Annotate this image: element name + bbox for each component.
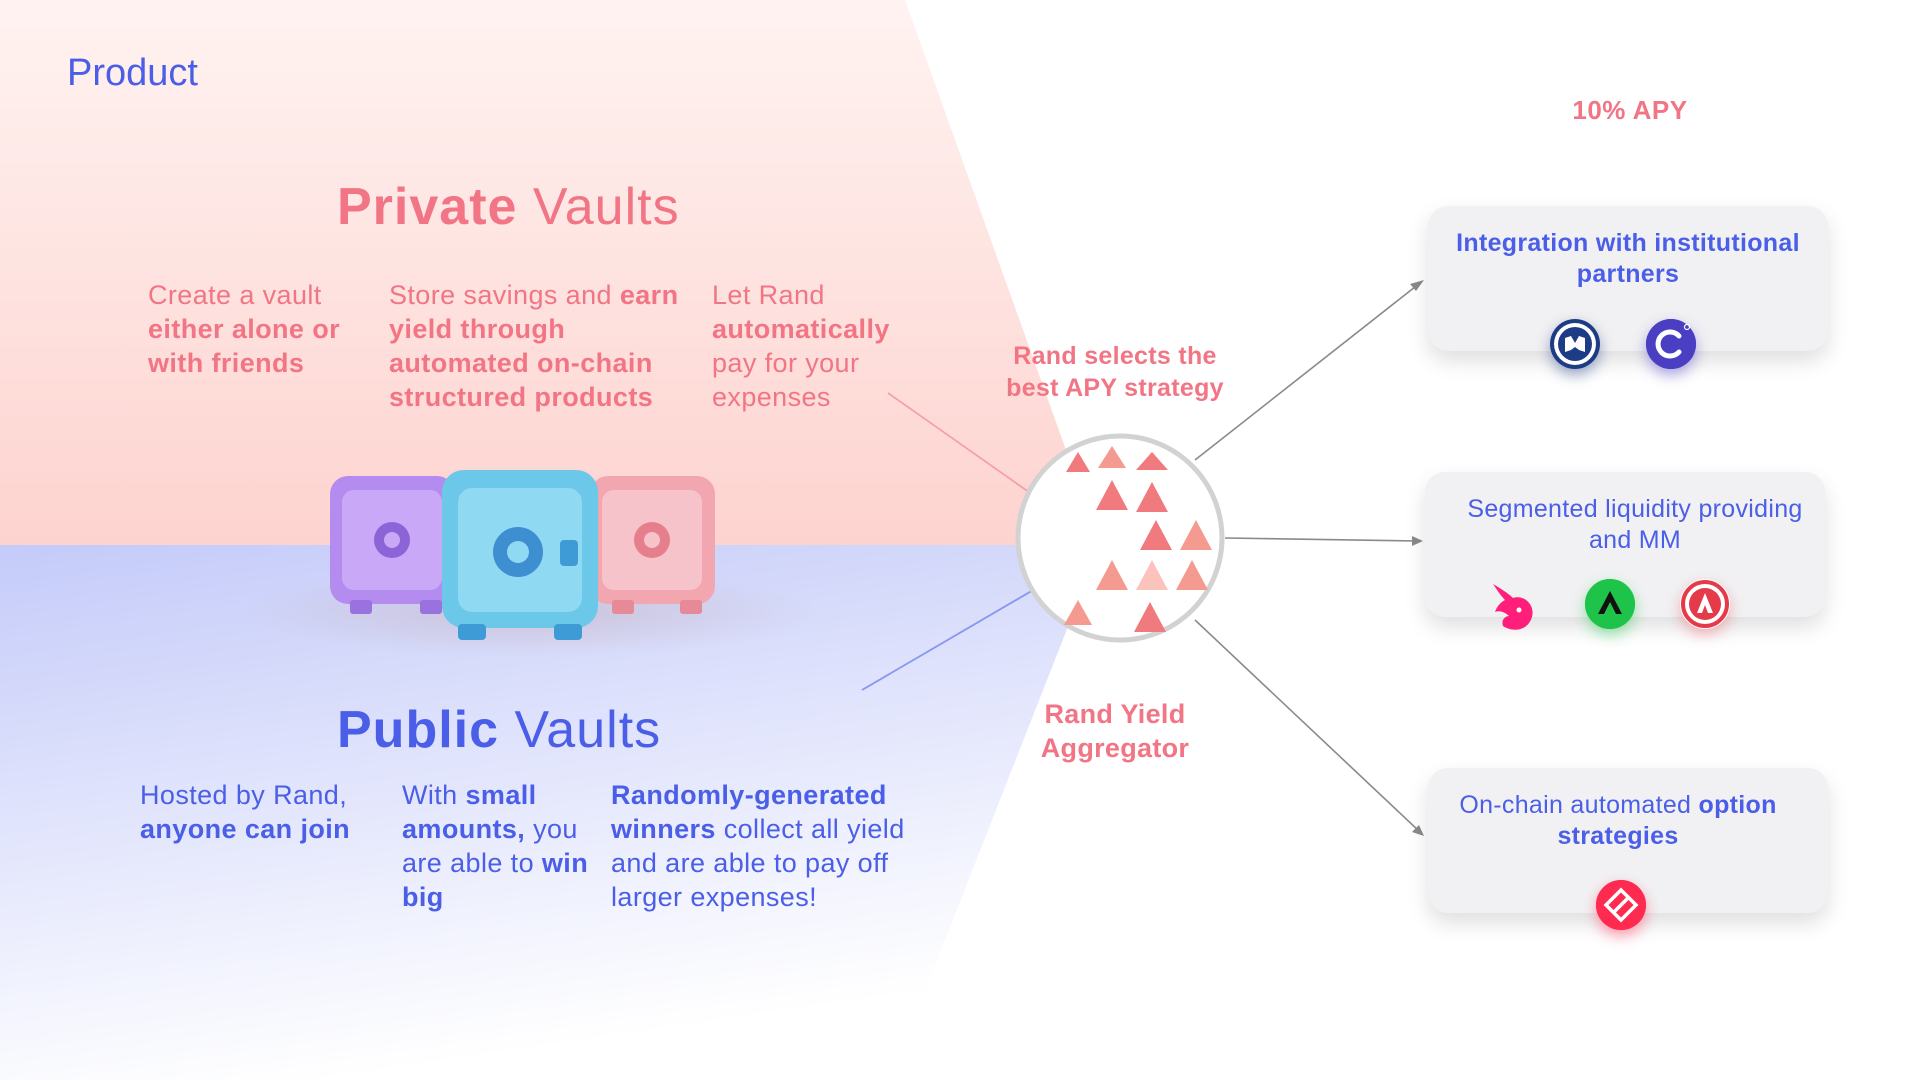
private-desc-3-after: pay for your expenses [712, 348, 860, 412]
strategy-1-bold: Integration with institutional partners [1456, 229, 1800, 288]
connector-to-card3 [1194, 619, 1421, 833]
public-desc-2-plain: With [402, 780, 466, 810]
aggregator-triangles [1064, 446, 1212, 632]
public-desc-3-after: collect all yield and are able to pay of… [611, 814, 905, 912]
purple-vault-icon [330, 476, 455, 614]
strategy-card-institutional: Integration with institutional partners [1428, 206, 1828, 369]
private-title-thin: Vaults [517, 178, 680, 236]
private-desc-2: Store savings and earn yield through aut… [389, 278, 689, 414]
strategy-card-options: On-chain automated option strategies [1428, 768, 1828, 930]
page-title: Product [67, 52, 198, 94]
aggregator-circle [1015, 433, 1225, 643]
private-vaults-title: Private Vaults [337, 177, 680, 237]
strategy-card-3-text: On-chain automated option strategies [1408, 790, 1828, 852]
public-desc-3: Randomly-generated winners collect all y… [611, 778, 931, 914]
private-desc-3: Let Rand automatically pay for your expe… [712, 278, 932, 414]
strategy-card-2-text: Segmented liquidity providing and MM [1445, 494, 1825, 556]
public-desc-2-bold: small amounts, [402, 780, 537, 844]
uniswap-icon [1483, 576, 1543, 636]
private-title-bold: Private [337, 178, 518, 236]
arrowhead-card3 [1412, 825, 1424, 836]
private-desc-1: Create a vault either alone or with frie… [148, 278, 378, 380]
aggregator-top-label: Rand selects the best APY strategy [1006, 342, 1224, 402]
public-desc-1-plain: Hosted by Rand, [140, 780, 348, 810]
private-desc-1-bold: either alone or with friends [148, 314, 341, 378]
strategy-3-plain: On-chain automated [1459, 791, 1699, 819]
gmx-icon [1585, 579, 1635, 629]
public-desc-2: With small amounts, you are able to win … [402, 778, 602, 914]
public-title-bold: Public [337, 701, 500, 759]
celsius-icon [1646, 319, 1696, 369]
public-desc-2-bold2: win big [402, 848, 589, 912]
ribbon-icon [1596, 880, 1646, 930]
private-desc-3-plain: Let Rand [712, 280, 825, 310]
arrowhead-card2 [1412, 536, 1423, 546]
strategy-card-1-text: Integration with institutional partners [1428, 228, 1828, 290]
strategy-2-plain: Segmented liquidity providing and MM [1467, 495, 1803, 554]
public-vaults-title: Public Vaults [337, 700, 661, 760]
public-desc-1: Hosted by Rand, anyone can join [140, 778, 370, 846]
private-band [0, 0, 1100, 545]
connector-to-card1 [1194, 282, 1421, 461]
public-desc-2-after: you are able to [402, 814, 578, 878]
apy-label: 10% APY [1572, 95, 1688, 125]
arcx-icon [1680, 579, 1730, 629]
arrowhead-card1 [1410, 280, 1424, 291]
private-desc-3-bold: automatically [712, 314, 890, 344]
public-title-thin: Vaults [499, 701, 662, 759]
public-desc-3-bold: Randomly-generated winners [611, 780, 887, 844]
strategy-3-bold: option strategies [1557, 791, 1777, 850]
connector-to-card2 [1224, 537, 1419, 542]
blue-vault-icon [442, 470, 598, 640]
mstable-icon [1550, 319, 1600, 369]
public-desc-1-bold: anyone can join [140, 814, 351, 844]
private-desc-2-plain: Store savings and [389, 280, 620, 310]
strategy-card-liquidity: Segmented liquidity providing and MM [1425, 472, 1825, 630]
public-band [0, 545, 1100, 1080]
private-desc-1-plain: Create a vault [148, 280, 322, 310]
pink-vault-icon [590, 476, 715, 614]
aggregator-bottom-label: Rand Yield Aggregator [1040, 699, 1190, 763]
private-desc-2-bold: earn yield through automated on-chain st… [389, 280, 679, 412]
